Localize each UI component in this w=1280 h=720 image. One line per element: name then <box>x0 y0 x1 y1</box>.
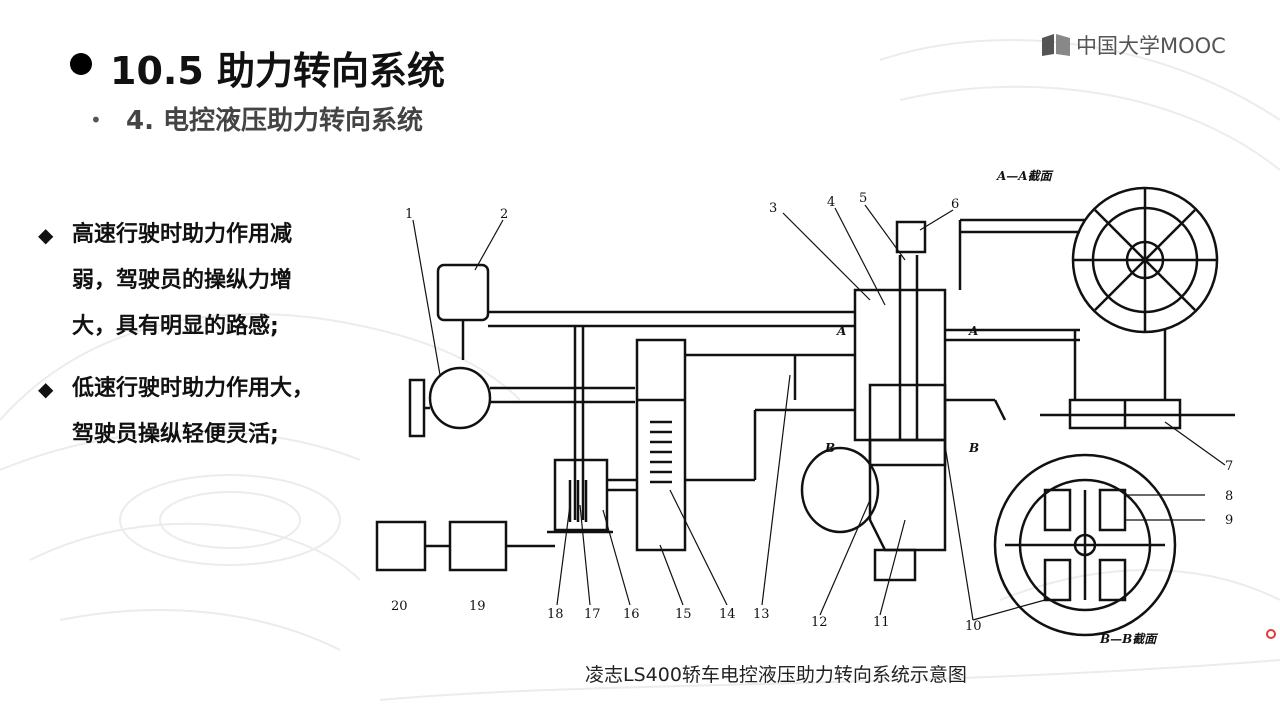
bullet-line: 高速行驶时助力作用减 <box>72 222 293 247</box>
part-label-11: 11 <box>873 615 890 630</box>
bullet-line: 驾驶员操纵轻便灵活; <box>72 422 279 447</box>
section-bb-label: B—B截面 <box>1099 632 1158 646</box>
page-subtitle: 4. 电控液压助力转向系统 <box>126 106 424 136</box>
page-title: 10.5 助力转向系统 <box>110 49 445 93</box>
marker-a-right: A <box>968 324 978 338</box>
marker-b-right: B <box>968 441 979 455</box>
part-label-16: 16 <box>623 607 640 622</box>
diamond-bullet-icon: ◆ <box>38 377 54 401</box>
part-label-5: 5 <box>859 191 867 206</box>
part-label-10: 10 <box>965 619 982 634</box>
title-bullet-dot <box>70 53 92 75</box>
mooc-book-icon <box>1042 34 1070 56</box>
mooc-logo: 中国大学MOOC <box>1040 30 1226 60</box>
recording-indicator <box>1266 629 1276 639</box>
bullet-line: 大，具有明显的路感; <box>72 314 279 339</box>
logo-text: 中国大学MOOC <box>1076 34 1226 58</box>
part-label-18: 18 <box>547 607 564 622</box>
diamond-bullet-icon: ◆ <box>38 223 54 247</box>
part-label-9: 9 <box>1225 513 1233 528</box>
part-label-7: 7 <box>1225 459 1233 474</box>
subtitle-bullet: • <box>90 108 102 132</box>
part-label-1: 1 <box>405 207 413 222</box>
marker-a-left: A <box>836 324 846 338</box>
section-aa-label: A—A截面 <box>996 169 1054 183</box>
bullet-item: ◆ 低速行驶时助力作用大， 驾驶员操纵轻便灵活; <box>38 366 378 458</box>
part-label-12: 12 <box>811 615 828 630</box>
bullet-item: ◆ 高速行驶时助力作用减 弱，驾驶员的操纵力增 大，具有明显的路感; <box>38 212 378 350</box>
part-label-17: 17 <box>584 607 601 622</box>
part-label-2: 2 <box>500 207 508 222</box>
bullet-line: 低速行驶时助力作用大， <box>72 376 315 401</box>
part-label-13: 13 <box>753 607 770 622</box>
part-label-20: 20 <box>391 599 408 614</box>
part-label-15: 15 <box>675 607 692 622</box>
marker-b-left: B <box>824 441 835 455</box>
part-label-4: 4 <box>827 195 835 210</box>
part-label-3: 3 <box>769 201 777 216</box>
part-label-14: 14 <box>719 607 736 622</box>
part-label-6: 6 <box>951 197 959 212</box>
diagram-caption: 凌志LS400轿车电控液压助力转向系统示意图 <box>585 664 967 686</box>
part-label-19: 19 <box>469 599 486 614</box>
bullet-line: 弱，驾驶员的操纵力增 <box>72 268 293 293</box>
steering-system-diagram: 1 2 3 4 5 6 7 8 9 10 11 12 13 14 15 16 1… <box>375 169 1235 646</box>
part-label-8: 8 <box>1225 489 1233 504</box>
